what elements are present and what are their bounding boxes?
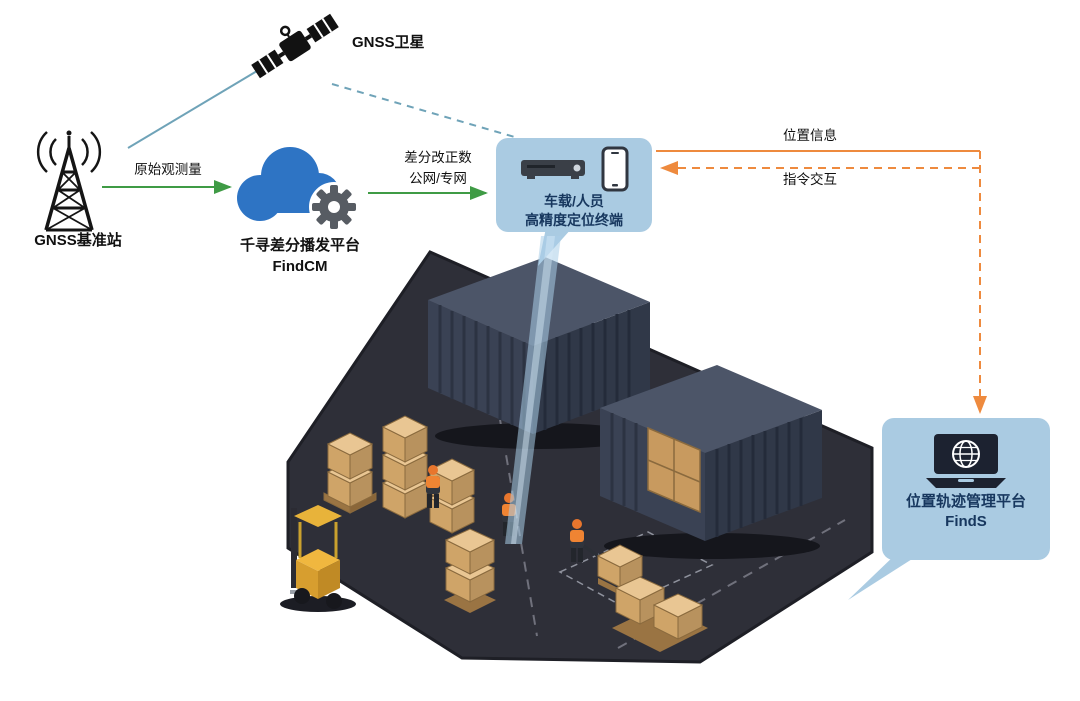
satellite-to-terminal-line [331,83,519,139]
base-station-icon [36,130,102,232]
forklift [280,505,356,612]
satellite-icon [251,13,339,79]
pallet-jack-load [596,544,644,596]
center-pallet-stack [444,528,496,613]
receiver-icon [521,160,585,179]
correction-label-line1: 差分改正数 [404,150,472,165]
positioning-beam [505,236,561,544]
satellite-label: GNSS卫星 [352,34,425,51]
finds-label-line2: FindS [945,513,987,531]
worker-3 [570,519,599,562]
position-info-label: 位置信息 [783,128,837,143]
terminal-devices [519,146,629,192]
correction-label-line2: 公网/专网 [409,171,467,186]
pallet-stacks [323,415,476,534]
cloud-platform-label: 千寻差分播发平台 [239,237,360,254]
laptop-globe-icon [926,434,1006,488]
cloud-platform-name: FindCM [272,258,328,275]
warehouse-illustration [280,250,874,664]
worker-1 [426,465,440,508]
phone-icon [601,146,629,192]
connectors [102,67,987,414]
satellite-to-base-line [127,67,263,149]
raw-observation-label: 原始观测量 [134,162,202,177]
terminal-card: 车载/人员 高精度定位终端 [496,138,652,232]
bottom-right-pallet [612,576,708,652]
finds-label-line1: 位置轨迹管理平台 [905,493,1026,510]
finds-card: 位置轨迹管理平台 FindS [882,418,1050,560]
terminal-label-line2: 高精度定位终端 [525,211,623,228]
base-station-label: GNSS基准站 [34,232,122,249]
command-exchange-label: 指令交互 [783,172,837,187]
positioning-beam-core [511,236,555,544]
terminal-label-line1: 车载/人员 [544,193,604,209]
gear-icon [312,185,356,229]
finds-bubble-tail [848,554,920,600]
container-2 [600,365,822,559]
